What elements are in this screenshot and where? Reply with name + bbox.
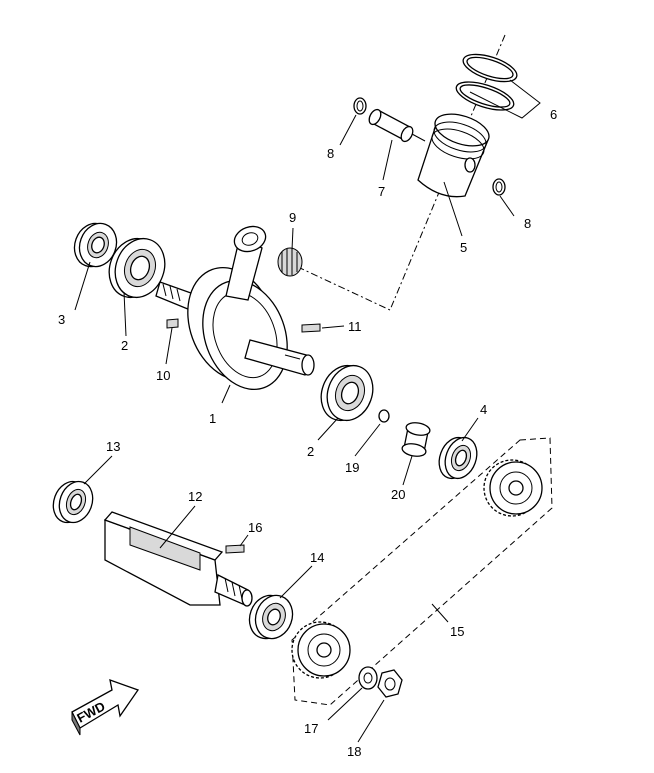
callout-leaders [74,114,515,743]
callout-16: 16 [248,520,262,535]
callout-15: 15 [450,624,464,639]
callout-12: 12 [188,489,202,504]
callout-20: 20 [391,487,405,502]
balancer-gear-set [291,437,553,706]
callout-9: 9 [289,210,296,225]
callout-4: 4 [480,402,487,417]
fwd-direction-arrow: FWD [71,679,140,736]
callout-8-right: 8 [524,216,531,231]
piston-rings [455,53,541,119]
callout-19: 19 [345,460,359,475]
plain-washer [358,666,378,690]
crank-oil-seal-left [73,222,118,268]
callout-11: 11 [348,319,362,334]
hex-nut [377,669,403,698]
callout-14: 14 [310,550,324,565]
callout-10: 10 [156,368,170,383]
crank-bearing-right [320,364,374,422]
piston [417,113,490,198]
callout-2-right: 2 [307,444,314,459]
callout-5: 5 [460,240,467,255]
callout-labels: 1 2 2 3 4 5 6 7 8 8 9 10 11 12 13 14 15 … [58,107,557,759]
piston-pin-circlips [353,97,506,196]
crank-oil-seal-right [438,436,478,480]
needle-bearing [277,247,303,277]
callout-1: 1 [209,411,216,426]
callout-2-left: 2 [121,338,128,353]
crankshaft-assembly [155,225,315,391]
callout-17: 17 [304,721,318,736]
callout-7: 7 [378,184,385,199]
steel-ball [378,409,390,423]
callout-6: 6 [550,107,557,122]
balancer-oil-seal [52,480,94,524]
spacer-collar [401,422,431,457]
balancer-shaft [103,511,253,607]
callout-8-left: 8 [327,146,334,161]
crank-bearing-left [108,237,166,299]
piston-pin [368,108,426,143]
woodruff-keys [166,318,321,554]
callout-3: 3 [58,312,65,327]
callout-13: 13 [106,439,120,454]
callout-18: 18 [347,744,361,759]
